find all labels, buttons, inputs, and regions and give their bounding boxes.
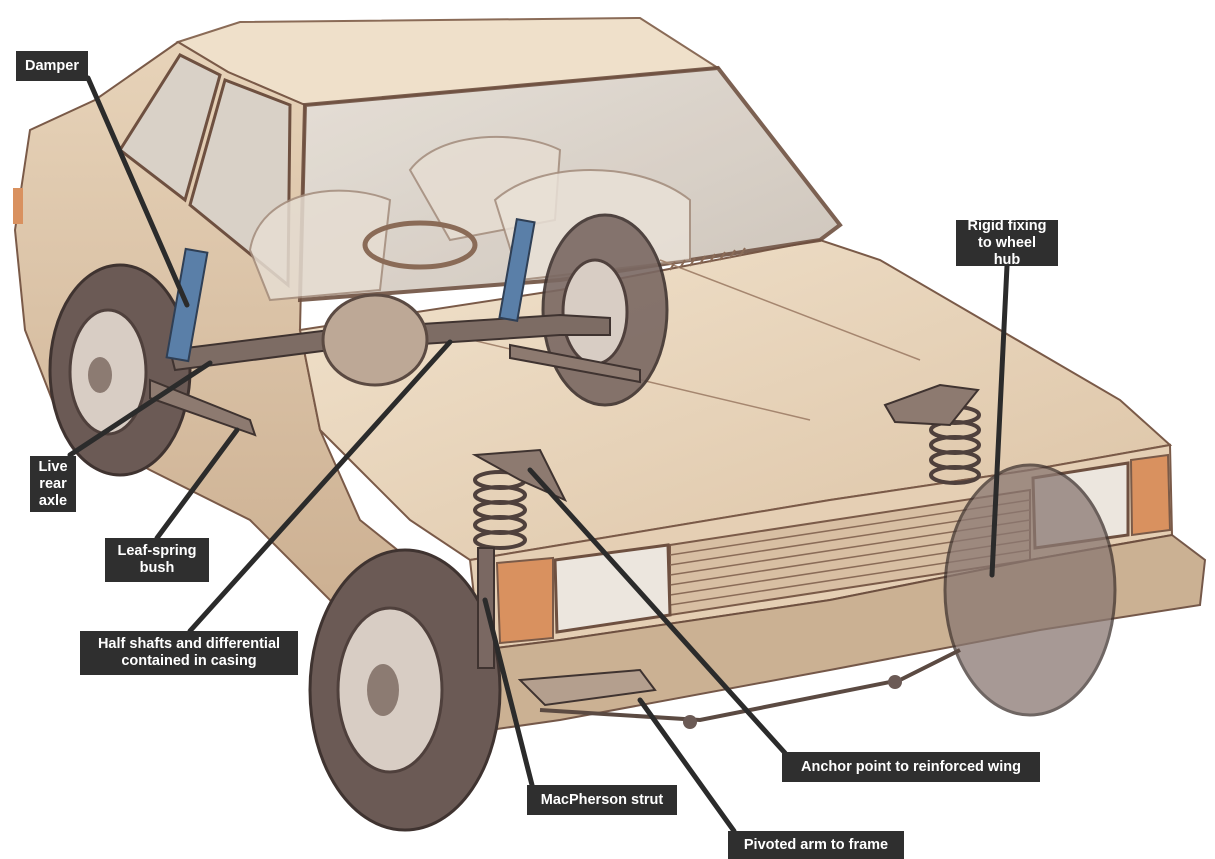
leader-macpherson bbox=[482, 597, 535, 788]
leaf-spring-right bbox=[509, 343, 641, 384]
coil-spring-left bbox=[473, 470, 527, 550]
leader-leaf-spring-bush bbox=[154, 427, 240, 541]
leader-live-rear-axle bbox=[67, 360, 213, 458]
seat-left bbox=[248, 189, 392, 302]
bonnet-vent bbox=[669, 247, 746, 271]
label-macpherson-strut: MacPherson strut bbox=[527, 785, 677, 815]
label-damper: Damper bbox=[16, 51, 88, 81]
indicator-left bbox=[495, 556, 554, 645]
headlight-left bbox=[553, 543, 672, 634]
label-leaf-spring-bush: Leaf-spring bush bbox=[105, 538, 209, 582]
wheels bbox=[48, 213, 1117, 832]
label-rigid-fixing: Rigid fixing to wheel hub bbox=[956, 218, 1058, 268]
label-half-shafts: Half shafts and differential contained i… bbox=[80, 631, 298, 675]
leader-lines bbox=[67, 75, 1010, 834]
label-pivoted-arm: Pivoted arm to frame bbox=[728, 831, 904, 859]
label-anchor-point: Anchor point to reinforced wing bbox=[782, 752, 1040, 782]
label-live-rear-axle: Live rear axle bbox=[30, 456, 76, 512]
indicator-right bbox=[1129, 453, 1172, 537]
wheel-front-right bbox=[943, 463, 1117, 717]
damper-right bbox=[498, 218, 536, 322]
suspension-parts bbox=[149, 218, 981, 729]
side-window-rear bbox=[118, 53, 222, 203]
leader-damper bbox=[85, 75, 190, 308]
leader-anchor-point bbox=[527, 467, 788, 756]
leader-rigid-fixing bbox=[989, 263, 1010, 578]
leader-half-shafts bbox=[187, 339, 453, 634]
differential-casing bbox=[321, 293, 429, 387]
strut-mount-right bbox=[883, 383, 980, 427]
leaf-spring-left bbox=[149, 378, 257, 437]
front-arm bbox=[517, 668, 657, 707]
front-link bbox=[539, 648, 961, 723]
leader-pivoted-arm bbox=[637, 697, 737, 834]
car-body bbox=[13, 16, 1207, 732]
rear-light bbox=[13, 188, 23, 224]
steering-wheel bbox=[362, 220, 478, 270]
